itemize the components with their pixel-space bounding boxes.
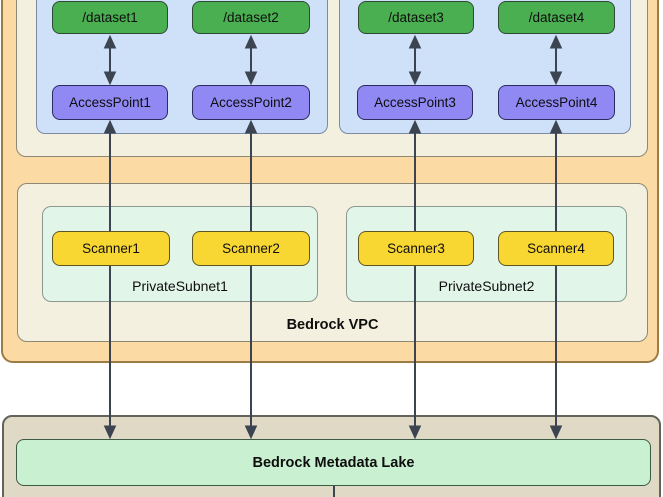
scanner-node: Scanner4 [498, 231, 614, 266]
dataset-node: /dataset2 [192, 1, 310, 34]
subnet-label: PrivateSubnet1 [132, 278, 228, 294]
metadata-lake-node: Bedrock Metadata Lake [16, 439, 651, 486]
access-point-node: AccessPoint2 [192, 85, 310, 120]
scanner-node: Scanner2 [192, 231, 310, 266]
dataset-node: /dataset4 [498, 1, 615, 34]
dataset-node: /dataset3 [358, 1, 474, 34]
access-point-node: AccessPoint4 [498, 85, 615, 120]
subnet-label: PrivateSubnet2 [438, 278, 535, 294]
scanner-node: Scanner3 [358, 231, 474, 266]
access-point-node: AccessPoint1 [52, 85, 168, 120]
scanner-node: Scanner1 [52, 231, 170, 266]
vpc-label: Bedrock VPC [286, 317, 379, 333]
access-point-node: AccessPoint3 [357, 85, 473, 120]
dataset-node: /dataset1 [52, 1, 168, 34]
